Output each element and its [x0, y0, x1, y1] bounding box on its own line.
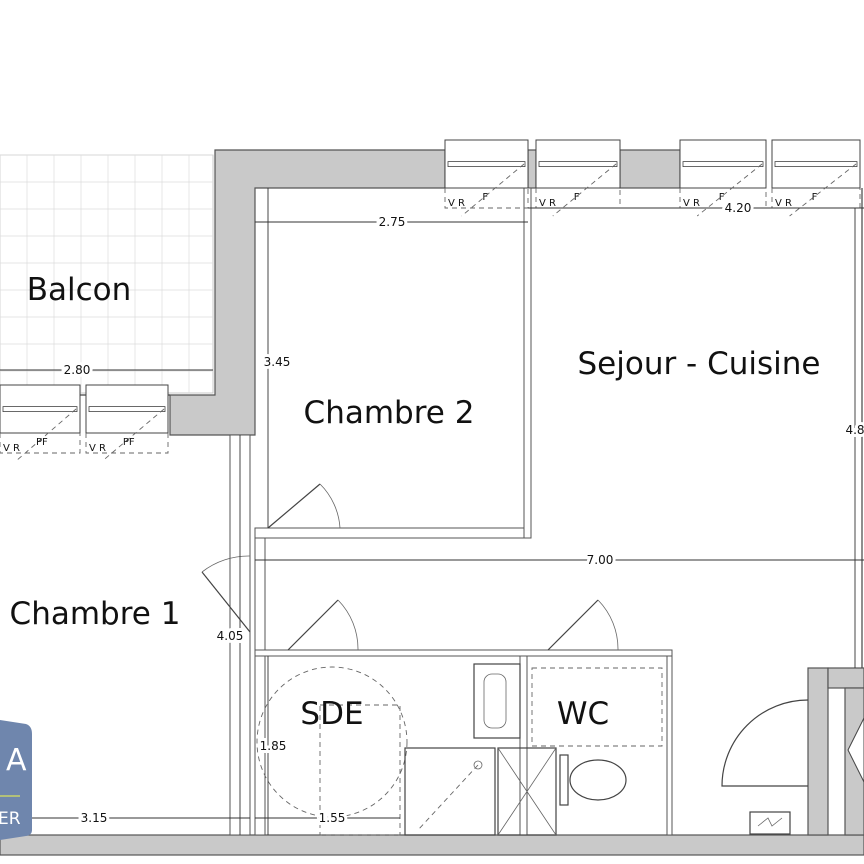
dimension-lines	[0, 188, 864, 835]
room-label-sejour-cuisine: Sejour - Cuisine	[577, 346, 820, 382]
doors	[201, 483, 864, 787]
svg-text:F: F	[482, 192, 488, 203]
shower	[404, 747, 496, 836]
window-chambre2-left[interactable]: V RF	[444, 139, 529, 217]
dim-chambre2-width: 2.75	[379, 215, 406, 229]
fixtures	[256, 663, 791, 836]
svg-text:F: F	[719, 192, 725, 203]
svg-text:PF: PF	[123, 437, 135, 448]
door-chambre2[interactable]	[267, 483, 341, 529]
dim-chambre1-width: 3.15	[81, 811, 108, 825]
toilet-bowl	[569, 759, 627, 801]
room-label-chambre1: Chambre 1	[10, 596, 181, 632]
logo-letter: A	[6, 743, 27, 778]
dim-sde-width: 1.55	[319, 811, 346, 825]
svg-text:V R: V R	[683, 198, 700, 209]
toilet-tank	[559, 754, 569, 806]
dim-chambre2-depth: 3.45	[264, 355, 291, 369]
door-sde[interactable]	[287, 599, 359, 651]
room-label-wc: WC	[557, 696, 609, 732]
room-labels: Balcon Chambre 2 Sejour - Cuisine Chambr…	[10, 272, 821, 732]
svg-text:V R: V R	[3, 443, 20, 454]
svg-text:F: F	[574, 192, 580, 203]
dim-sejour-depth: 4.8	[845, 423, 864, 437]
balcony-tiling	[0, 154, 214, 394]
agency-logo: A ER	[0, 720, 32, 840]
window-sejour-left[interactable]: V RF	[679, 139, 767, 217]
dim-sejour-width: 4.20	[725, 201, 752, 215]
dim-sde-depth: 1.85	[260, 739, 287, 753]
svg-text:PF: PF	[36, 437, 48, 448]
window-chambre1-right[interactable]: V R PF	[85, 384, 169, 462]
window-chambre1-left[interactable]: V R PF	[0, 384, 81, 462]
dim-corridor-length: 7.00	[587, 553, 614, 567]
room-label-balcon: Balcon	[27, 272, 132, 308]
window-sejour-right[interactable]: V RF	[771, 139, 861, 217]
room-label-sde: SDE	[300, 696, 363, 732]
window-chambre2-right[interactable]: V RF	[535, 139, 621, 217]
room-label-chambre2: Chambre 2	[304, 395, 475, 431]
door-entry[interactable]	[721, 699, 864, 787]
dim-balcon-width: 2.80	[64, 363, 91, 377]
turning-circle	[256, 666, 408, 818]
sink	[473, 663, 521, 739]
svg-text:F: F	[812, 192, 818, 203]
svg-text:V R: V R	[539, 198, 556, 209]
walls	[0, 149, 864, 856]
wc-clearance	[531, 667, 663, 747]
svg-text:V R: V R	[89, 443, 106, 454]
door-wc[interactable]	[547, 599, 619, 651]
windows: V R F V R F V R F V R F V R PF V R PF	[0, 139, 861, 462]
logo-text: ER	[0, 809, 21, 829]
svg-text:V R: V R	[448, 198, 465, 209]
svg-text:V R: V R	[775, 198, 792, 209]
door-chambre1[interactable]	[201, 555, 251, 633]
electric-panel	[749, 811, 791, 835]
dim-chambre1-depth: 4.05	[217, 629, 244, 643]
dimension-labels: 2.75 4.20 2.80 3.45 4.8 7.00 4.05 1.85 3…	[61, 198, 864, 828]
